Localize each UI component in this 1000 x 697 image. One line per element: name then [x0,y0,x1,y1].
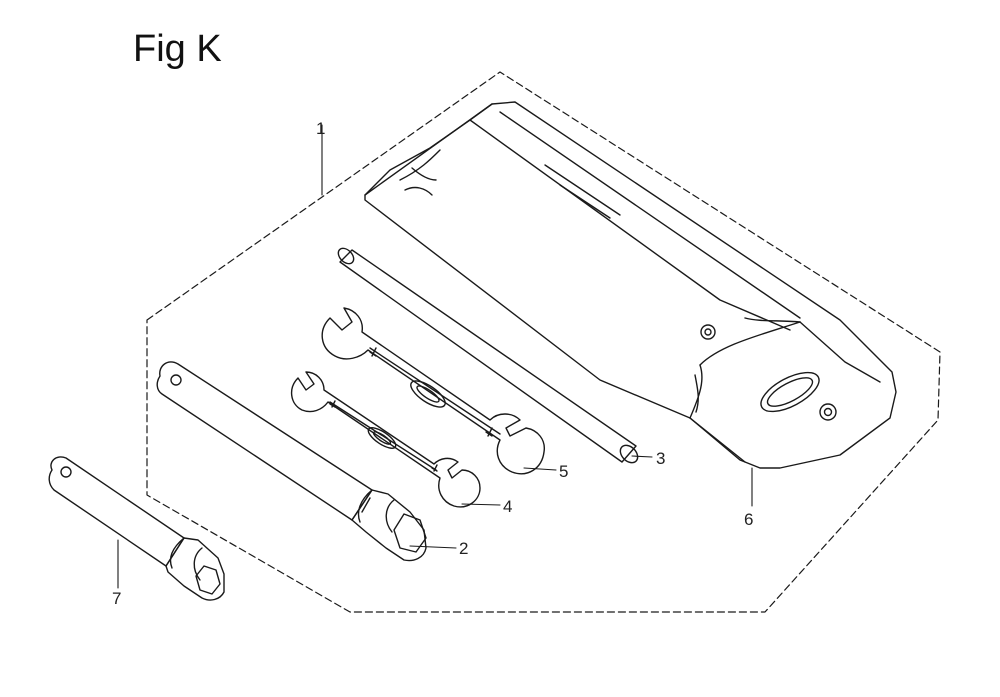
handle-bar [337,247,639,464]
spark-plug-wrench [48,456,225,601]
figure-title: Fig K [133,28,222,70]
leader-3 [631,455,653,458]
callout-2: 2 [459,539,468,558]
leader-4 [461,503,501,506]
callout-1: 1 [316,119,325,138]
box-wrench [156,361,427,562]
small-open-end-wrench [291,371,481,508]
callout-6: 6 [744,510,753,529]
kit-boundary [146,71,941,613]
large-open-end-wrench [321,307,545,475]
tool-bag [364,101,897,469]
leader-2 [409,545,457,549]
callout-5: 5 [559,462,568,481]
callout-7: 7 [112,589,121,608]
leader-5 [523,467,557,471]
callout-4: 4 [503,497,512,516]
callout-3: 3 [656,449,665,468]
leader-lines [117,124,753,589]
